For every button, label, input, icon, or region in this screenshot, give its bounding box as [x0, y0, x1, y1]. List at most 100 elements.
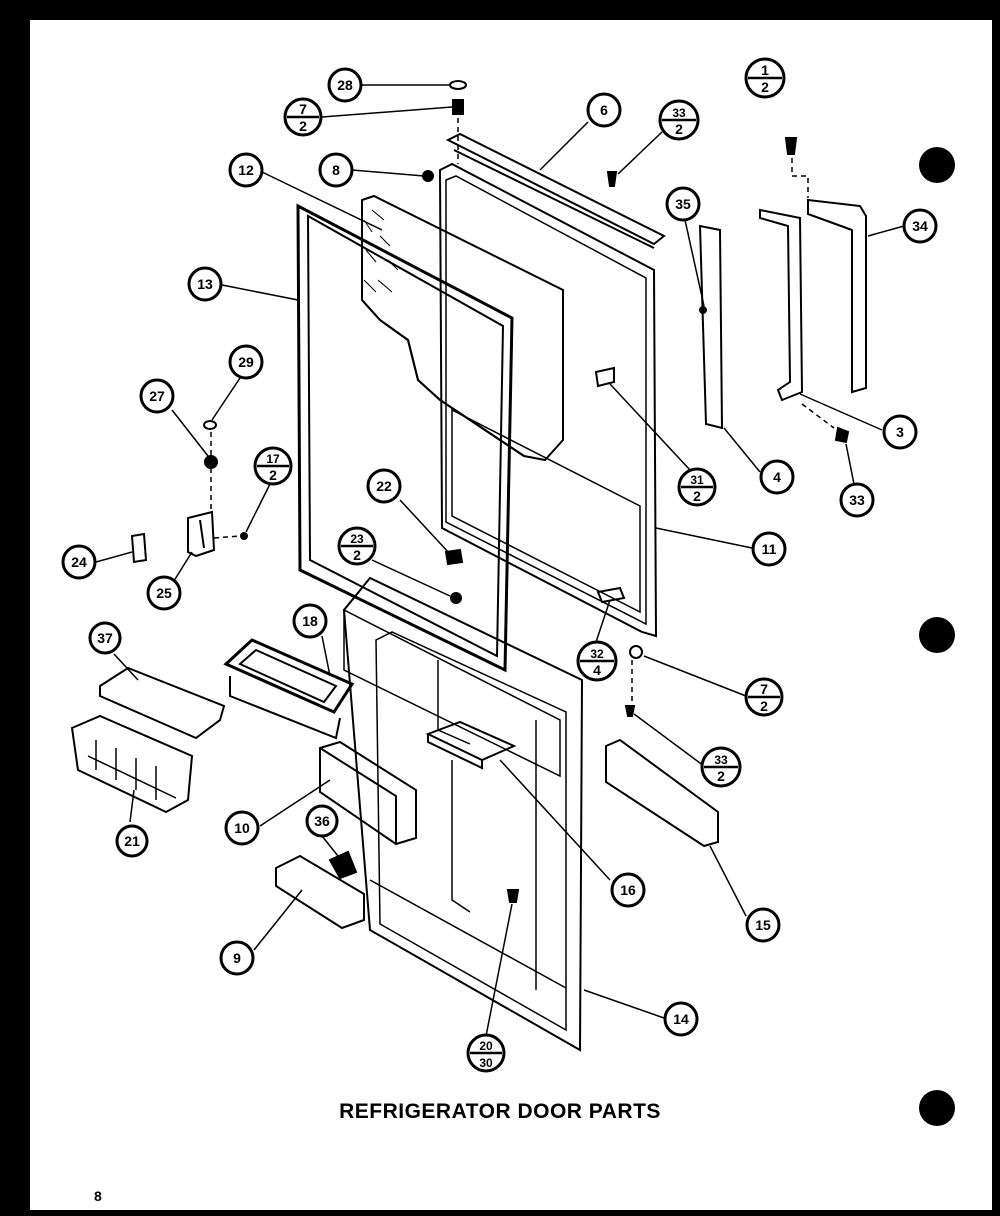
liner-inner [375, 631, 567, 1032]
dish-rim [223, 638, 355, 714]
callout-numerator: 1 [761, 62, 769, 78]
leader-3 [799, 393, 883, 431]
callout-numerator: 7 [299, 101, 307, 117]
callout-numerator: 33 [714, 753, 728, 767]
callout-1: 12 [744, 57, 786, 99]
leader-7b [643, 655, 747, 697]
callout-33a: 332 [658, 99, 700, 141]
callout-number: 15 [755, 917, 771, 933]
leader-lines [95, 84, 905, 1037]
callout-circle [327, 67, 363, 103]
part-36 [328, 850, 358, 880]
screw-33-right [834, 426, 850, 444]
leader-25 [171, 551, 193, 585]
plug-7-lower [629, 645, 643, 659]
callout-numerator: 7 [760, 681, 768, 697]
callout-number: 16 [620, 882, 636, 898]
leader-hinge-33 [801, 403, 835, 429]
callout-numerator: 33 [672, 106, 686, 120]
binder-hole [919, 617, 955, 653]
callout-circle [366, 468, 402, 504]
leader-23 [371, 559, 451, 597]
leader-33a [617, 131, 663, 175]
callout-number: 18 [302, 613, 318, 629]
callout-numerator: 31 [690, 473, 704, 487]
outer-door-outline [438, 162, 658, 638]
screw-35 [699, 306, 707, 314]
callout-8: 8 [318, 152, 354, 188]
callout-number: 34 [912, 218, 928, 234]
insulation-cutaway-edge [361, 299, 525, 457]
door-stop-assembly [130, 420, 248, 564]
callout-25: 25 [146, 575, 182, 611]
screw-33-top [606, 171, 618, 187]
diagram-caption: REFRIGERATOR DOOR PARTS [339, 1100, 661, 1123]
callout-circle [187, 266, 223, 302]
screw-23 [450, 592, 462, 604]
leader-34 [867, 225, 905, 237]
binder-hole [919, 1090, 955, 1126]
callout-number: 8 [332, 162, 340, 178]
leader-20 [485, 903, 513, 1037]
callout-circle [586, 92, 622, 128]
callout-circle [665, 186, 701, 222]
callout-circle [219, 940, 255, 976]
handle-clip-31 [594, 366, 615, 388]
callout-35: 35 [665, 186, 701, 222]
bin-10 [319, 740, 417, 846]
parts-drawing [70, 80, 905, 1052]
callout-34: 34 [902, 208, 938, 244]
callout-7a: 72 [283, 97, 323, 137]
leader-22 [399, 499, 451, 555]
liner-ridge-2 [451, 760, 471, 913]
callout-denominator: 2 [675, 121, 683, 137]
hinge-assembly-right [698, 137, 867, 444]
callout-denominator: 2 [299, 118, 307, 134]
callout-number: 9 [233, 950, 241, 966]
liner-ridge-1 [437, 660, 471, 745]
callout-circle [228, 344, 264, 380]
callout-28: 28 [327, 67, 363, 103]
outer-door-inner-lip [445, 175, 647, 626]
handle-clip-32 [596, 586, 626, 604]
callout-27: 27 [139, 378, 175, 414]
callout-denominator: 4 [593, 662, 601, 678]
dish-inner [238, 648, 338, 704]
page-number: 8 [94, 1188, 102, 1204]
stop-bracket-25 [187, 510, 216, 558]
callout-number: 3 [896, 424, 904, 440]
callout-number: 37 [97, 630, 113, 646]
leader-13 [221, 284, 299, 301]
leader-10 [259, 779, 331, 827]
callout-circle [902, 208, 938, 244]
callout-33b: 33 [839, 482, 875, 518]
screw-1-2 [784, 137, 798, 155]
spacer-7 [452, 99, 464, 115]
callout-circle [839, 482, 875, 518]
screw-33-lower [624, 705, 636, 717]
callout-15: 15 [745, 907, 781, 943]
callout-6: 6 [586, 92, 622, 128]
outer-door-part [438, 162, 658, 638]
leader-4 [723, 427, 761, 473]
leader-12 [261, 171, 383, 231]
callout-circle [115, 824, 149, 858]
callout-21: 21 [115, 824, 149, 858]
callout-number: 22 [376, 478, 392, 494]
gasket-outer [296, 203, 514, 673]
callout-circle [146, 575, 182, 611]
callout-number: 24 [71, 554, 87, 570]
callout-number: 11 [762, 541, 777, 557]
callout-36: 36 [305, 804, 339, 838]
hinge-cover-4 [698, 224, 724, 430]
liner-outline [342, 576, 584, 1052]
door-gasket-part [296, 203, 514, 673]
callout-number: 28 [337, 77, 353, 93]
egg-bin-outline [70, 714, 194, 814]
callout-denominator: 2 [353, 547, 361, 563]
callout-31: 312 [677, 467, 717, 507]
callout-33c: 332 [700, 746, 742, 788]
callout-7b: 72 [744, 677, 784, 717]
